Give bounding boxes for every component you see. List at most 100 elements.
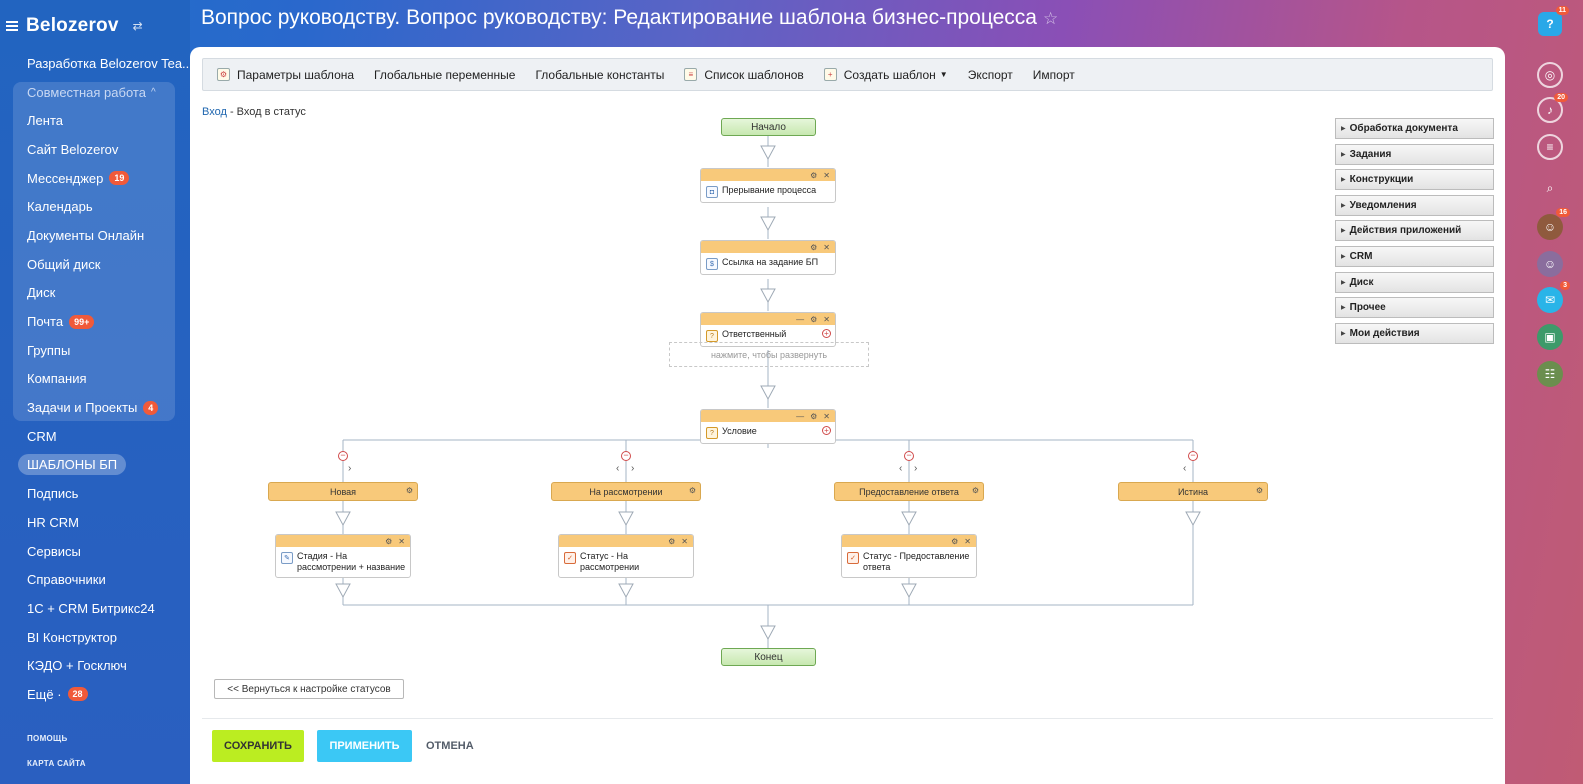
move-right-icon[interactable]: ›	[914, 463, 918, 474]
users-icon[interactable]: ☷	[1537, 361, 1563, 387]
activity-stage[interactable]: ⚙✕ ✎Стадия - На рассмотрении + название	[275, 534, 411, 578]
close-icon[interactable]: ✕	[681, 536, 688, 546]
sidebar-item-company[interactable]: Компания	[27, 371, 87, 387]
sidebar-item-groups[interactable]: Группы	[27, 342, 71, 358]
activity-status-review[interactable]: ⚙✕ ✓Статус - На рассмотрении	[558, 534, 694, 578]
close-icon[interactable]: ✕	[964, 536, 971, 546]
remove-branch-icon[interactable]: −	[904, 451, 914, 461]
sidebar-item-crm[interactable]: CRM	[27, 428, 57, 444]
move-left-icon[interactable]: ‹	[616, 463, 620, 474]
sidebar-item-dev-team[interactable]: Разработка Belozerov Tea...	[27, 55, 193, 71]
sidebar-item-disk[interactable]: Диск	[27, 285, 56, 301]
close-icon[interactable]: ✕	[823, 314, 830, 324]
export-button[interactable]: Экспорт	[967, 67, 1013, 82]
palette-disk[interactable]: ▶Диск	[1335, 271, 1494, 293]
sidebar-item-site[interactable]: Сайт Belozerov	[27, 141, 119, 157]
back-to-statuses-button[interactable]: << Вернуться к настройке статусов	[214, 679, 404, 699]
close-icon[interactable]: ✕	[823, 411, 830, 421]
palette-tasks[interactable]: ▶Задания	[1335, 143, 1494, 165]
branch-answer[interactable]: Предоставление ответа⚙	[834, 482, 984, 501]
gear-icon[interactable]: ⚙	[951, 536, 959, 546]
end-node[interactable]: Конец	[721, 648, 816, 666]
avatar[interactable]: ☺16	[1537, 208, 1570, 240]
palette-my-actions[interactable]: ▶Мои действия	[1335, 322, 1494, 344]
sidebar-item-hr-crm[interactable]: HR CRM	[27, 514, 79, 530]
brand-logo[interactable]: Belozerov	[26, 15, 119, 36]
sidebar-item-docs-online[interactable]: Документы Онлайн	[27, 227, 145, 243]
sidebar-item-feed[interactable]: Лента	[27, 113, 63, 129]
template-list-button[interactable]: ≡Список шаблонов	[684, 68, 804, 82]
gear-icon[interactable]: ⚙	[810, 170, 818, 180]
sidebar-item-kedo[interactable]: КЭДО + Госключ	[27, 658, 127, 674]
sidebar-item-directories[interactable]: Справочники	[27, 572, 106, 588]
global-constants-button[interactable]: Глобальные константы	[535, 67, 665, 82]
gear-icon[interactable]: ⚙	[971, 486, 979, 495]
move-left-icon[interactable]: ‹	[899, 463, 903, 474]
close-icon[interactable]: ✕	[823, 170, 830, 180]
branch-review[interactable]: На рассмотрении⚙	[551, 482, 701, 501]
sidebar-item-services[interactable]: Сервисы	[27, 543, 81, 559]
palette-constructions[interactable]: ▶Конструкции	[1335, 169, 1494, 191]
activity-interrupt[interactable]: ⚙✕ ◘Прерывание процесса	[700, 168, 836, 203]
gear-icon[interactable]: ⚙	[405, 486, 413, 495]
save-button[interactable]: СОХРАНИТЬ	[212, 730, 304, 762]
swap-icon[interactable]: ⇄	[132, 19, 143, 33]
expand-hint[interactable]: нажмите, чтобы развернуть	[669, 342, 869, 367]
breadcrumb-link[interactable]: Вход	[202, 106, 227, 118]
move-right-icon[interactable]: ›	[348, 463, 352, 474]
template-params-button[interactable]: ⚙Параметры шаблона	[217, 68, 354, 82]
branch-true[interactable]: Истина⚙	[1118, 482, 1268, 501]
gear-icon[interactable]: ⚙	[385, 536, 393, 546]
sidebar-item-shared-disk[interactable]: Общий диск	[27, 256, 101, 272]
branch-new[interactable]: Новая⚙	[268, 482, 418, 501]
search-icon[interactable]: ⌕	[1546, 180, 1554, 195]
sidebar-item-sign[interactable]: Подпись	[27, 486, 79, 502]
palette-other[interactable]: ▶Прочее	[1335, 297, 1494, 319]
add-branch-icon[interactable]: +	[822, 329, 831, 338]
help-link[interactable]: ПОМОЩЬ	[27, 734, 68, 743]
global-variables-button[interactable]: Глобальные переменные	[374, 67, 516, 82]
minimize-icon[interactable]: —	[796, 314, 805, 324]
star-icon[interactable]: ☆	[1042, 9, 1059, 28]
start-node[interactable]: Начало	[721, 118, 816, 136]
activity-responsible[interactable]: —⚙✕ ?Ответственный+	[700, 312, 836, 347]
remove-branch-icon[interactable]: −	[338, 451, 348, 461]
gear-icon[interactable]: ⚙	[1255, 486, 1263, 495]
bell-icon[interactable]: ♪20	[1537, 93, 1568, 123]
palette-notifications[interactable]: ▶Уведомления	[1335, 194, 1494, 216]
help-icon[interactable]: ?11	[1538, 6, 1569, 36]
cancel-button[interactable]: ОТМЕНА	[426, 740, 474, 752]
palette-app-actions[interactable]: ▶Действия приложений	[1335, 220, 1494, 242]
activity-condition[interactable]: —⚙✕ ?Условие+	[700, 409, 836, 444]
gear-icon[interactable]: ⚙	[688, 486, 696, 495]
sitemap-link[interactable]: КАРТА САЙТА	[27, 759, 86, 768]
gear-icon[interactable]: ⚙	[810, 314, 818, 324]
close-icon[interactable]: ✕	[398, 536, 405, 546]
activity-link[interactable]: ⚙✕ $Ссылка на задание БП	[700, 240, 836, 275]
palette-crm[interactable]: ▶CRM	[1335, 245, 1494, 267]
minimize-icon[interactable]: —	[796, 411, 805, 421]
palette-doc-processing[interactable]: ▶Обработка документа	[1335, 118, 1494, 139]
gear-icon[interactable]: ⚙	[810, 242, 818, 252]
apply-button[interactable]: ПРИМЕНИТЬ	[317, 730, 412, 762]
sidebar-item-bp-templates[interactable]: ШАБЛОНЫ БП	[0, 451, 190, 480]
sidebar-item-1c-crm[interactable]: 1С + CRM Битрикс24	[27, 600, 155, 616]
avatar[interactable]: ☺	[1537, 251, 1563, 277]
create-template-button[interactable]: +Создать шаблон▼	[823, 68, 948, 82]
add-branch-icon[interactable]: +	[822, 426, 831, 435]
move-right-icon[interactable]: ›	[631, 463, 635, 474]
sidebar-item-more[interactable]: Ещё ·28	[0, 680, 190, 709]
activity-status-answer[interactable]: ⚙✕ ✓Статус - Предоставление ответа	[841, 534, 977, 578]
chat-icon[interactable]: ✉3	[1537, 281, 1570, 313]
sidebar-group-collab[interactable]: Совместная работа^	[27, 84, 156, 100]
remove-branch-icon[interactable]: −	[621, 451, 631, 461]
gear-icon[interactable]: ⚙	[810, 411, 818, 421]
close-icon[interactable]: ✕	[823, 242, 830, 252]
chat-history-icon[interactable]: ≡	[1537, 134, 1563, 160]
remove-branch-icon[interactable]: −	[1188, 451, 1198, 461]
move-left-icon[interactable]: ‹	[1183, 463, 1187, 474]
import-button[interactable]: Импорт	[1032, 67, 1075, 82]
